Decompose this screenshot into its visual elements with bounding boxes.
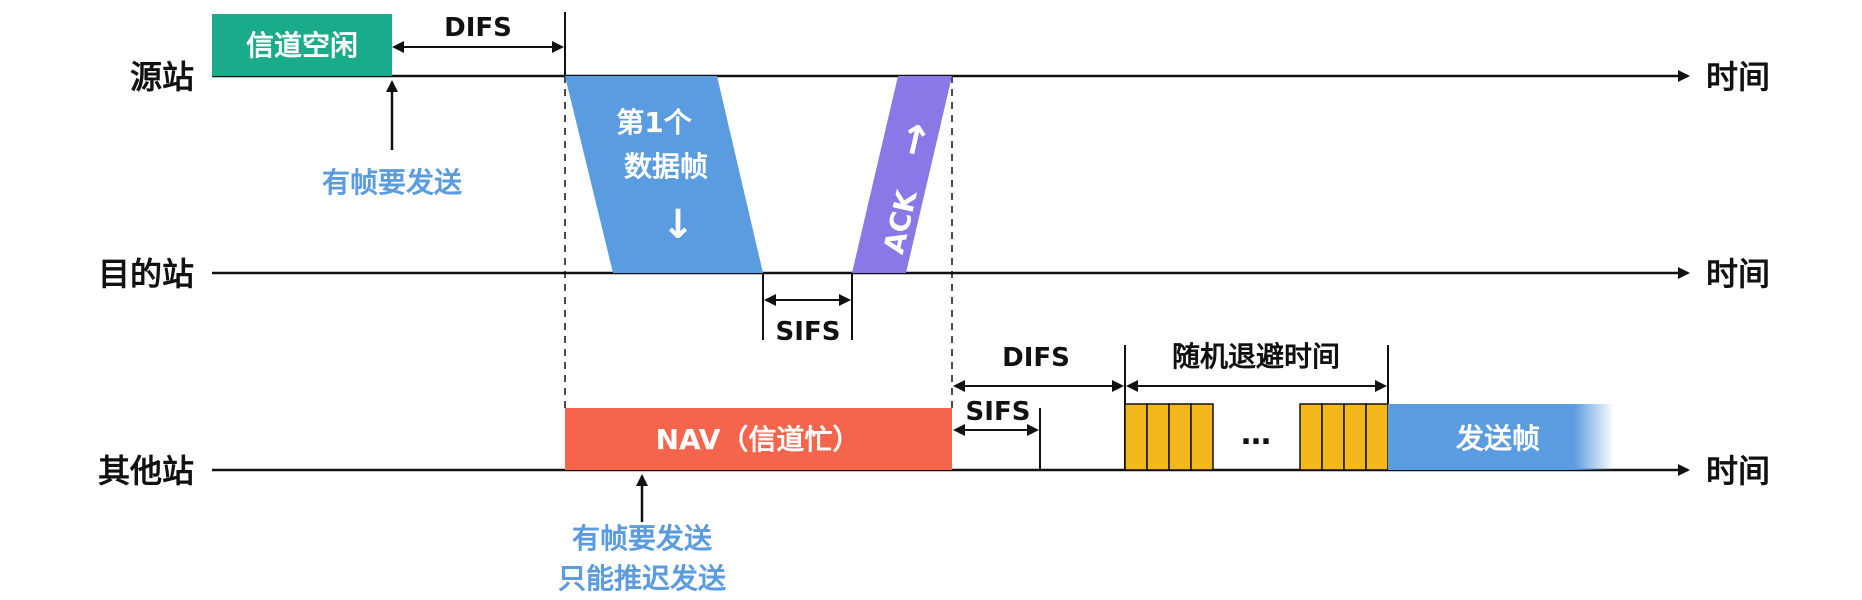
backoff-slot [1321, 403, 1345, 471]
backoff-slots-group-2 [1299, 403, 1389, 471]
channel-idle-box [212, 14, 392, 76]
nav-label: NAV（信道忙） [656, 423, 861, 456]
backoff-label: 随机退避时间 [1172, 340, 1340, 373]
others-sifs-label: SIFS [966, 397, 1031, 427]
source-has-frame-note: 有帧要发送 [322, 166, 462, 199]
data-frame-parallelogram [565, 76, 763, 273]
backoff-slot [1124, 403, 1148, 471]
others-difs-label: DIFS [1002, 343, 1070, 373]
channel-idle-label: 信道空闲 [246, 29, 358, 62]
time-label-others: 时间 [1706, 452, 1770, 490]
backoff-slot [1343, 403, 1367, 471]
data-frame-down-arrow: ↓ [661, 202, 695, 248]
send-frame-label: 发送帧 [1455, 422, 1540, 455]
backoff-slots-group-1 [1124, 403, 1214, 471]
backoff-slot [1146, 403, 1170, 471]
time-label-destination: 时间 [1706, 255, 1770, 293]
backoff-slot [1168, 403, 1192, 471]
ack-parallelogram [852, 76, 952, 273]
row-label-destination: 目的站 [98, 255, 194, 293]
dest-sifs-label: SIFS [776, 317, 841, 347]
send-frame-box [1388, 404, 1614, 470]
data-frame-label-line2: 数据帧 [624, 150, 708, 183]
others-note-line2: 只能推迟发送 [558, 562, 726, 595]
row-label-source: 源站 [130, 58, 194, 96]
others-note-line1: 有帧要发送 [572, 522, 712, 555]
source-difs-label: DIFS [444, 13, 512, 43]
backoff-ellipsis: … [1241, 417, 1271, 452]
row-label-others: 其他站 [98, 452, 194, 490]
backoff-slot [1190, 403, 1214, 471]
nav-box [565, 408, 952, 470]
data-frame-label-line1: 第1个 [616, 106, 692, 139]
time-label-source: 时间 [1706, 58, 1770, 96]
backoff-slot [1365, 403, 1389, 471]
backoff-slot [1299, 403, 1323, 471]
